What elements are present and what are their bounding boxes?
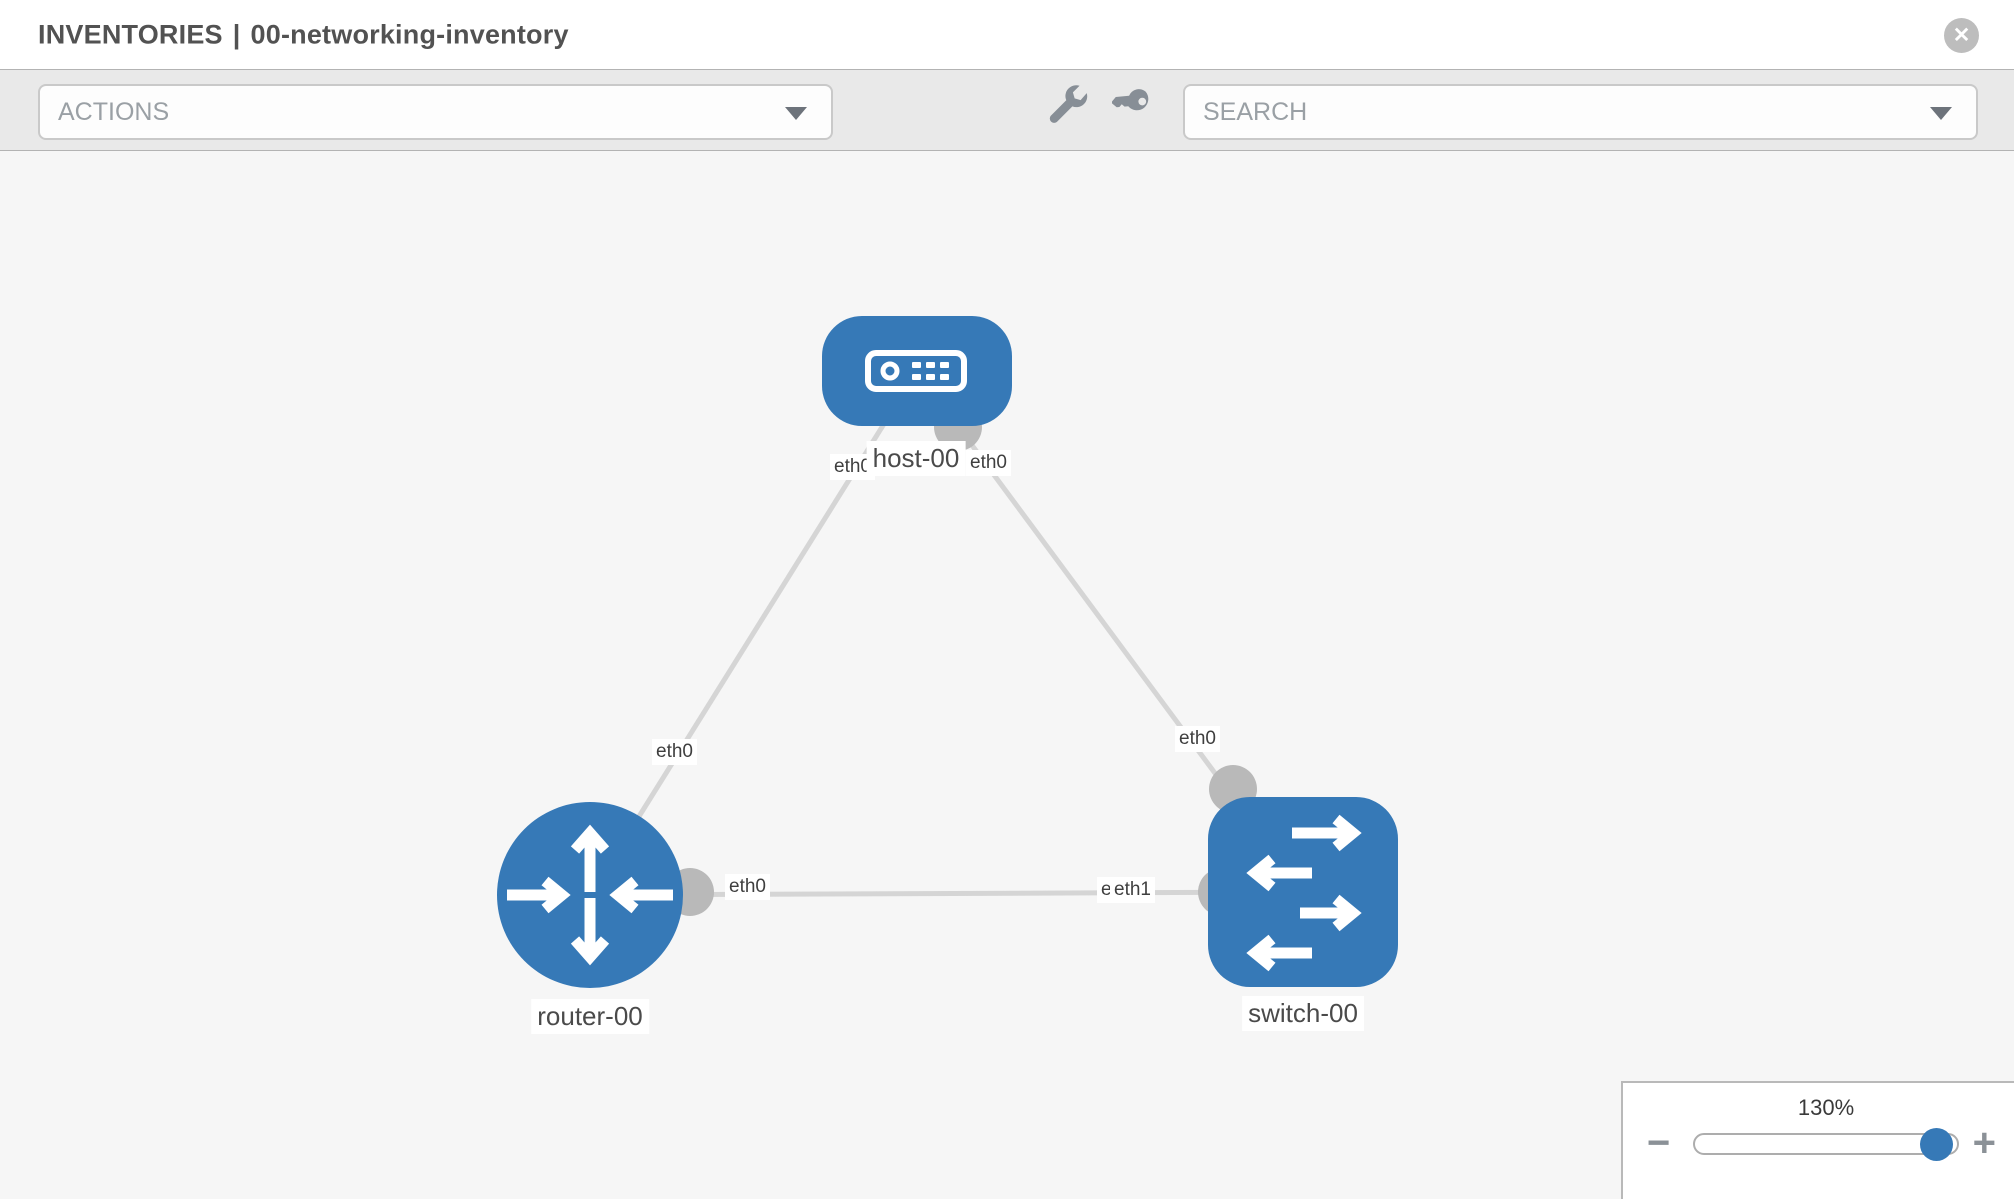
search-dropdown[interactable]: SEARCH — [1183, 84, 1978, 140]
interface-label: eth0 — [725, 874, 770, 900]
switch-arrows-icon — [1246, 814, 1362, 972]
header-bar: INVENTORIES | 00-networking-inventory ✕ — [0, 0, 2014, 70]
chevron-down-icon — [1930, 107, 1952, 120]
interface-label: eth0 — [652, 739, 697, 765]
zoom-slider-knob[interactable] — [1920, 1128, 1953, 1161]
actions-dropdown[interactable]: ACTIONS — [38, 84, 833, 140]
zoom-in-button[interactable]: + — [1972, 1121, 1996, 1165]
node-router-00[interactable] — [497, 802, 683, 988]
close-glyph: ✕ — [1952, 24, 1971, 47]
interface-label: eth1 — [1110, 877, 1155, 903]
router-arrows-icon — [507, 824, 673, 966]
page-title-section: INVENTORIES — [38, 19, 223, 49]
link-endpoints — [666, 403, 1257, 916]
zoom-panel: 130% − + — [1621, 1081, 2014, 1199]
server-icon — [865, 350, 967, 392]
zoom-slider[interactable] — [1693, 1128, 1959, 1161]
key-icon[interactable] — [1111, 84, 1154, 126]
actions-dropdown-label: ACTIONS — [58, 97, 170, 126]
page-title: INVENTORIES | 00-networking-inventory — [38, 19, 569, 50]
chevron-down-icon — [785, 107, 807, 120]
node-label-switch: switch-00 — [1242, 996, 1364, 1031]
wrench-icon[interactable] — [1047, 84, 1089, 126]
zoom-out-button[interactable]: − — [1647, 1121, 1671, 1165]
toolbar: ACTIONS SEARCH — [0, 70, 2014, 151]
node-switch-00[interactable] — [1208, 797, 1398, 987]
node-label-router: router-00 — [531, 999, 649, 1034]
node-host-00[interactable] — [822, 316, 1012, 426]
search-dropdown-label: SEARCH — [1203, 97, 1308, 126]
inventory-name: 00-networking-inventory — [250, 19, 569, 49]
page-title-separator: | — [232, 19, 241, 49]
topology-graph — [497, 316, 1398, 988]
close-icon[interactable]: ✕ — [1944, 18, 1979, 53]
interface-label: eth0 — [1175, 726, 1220, 752]
node-label-host: host-00 — [866, 441, 966, 476]
zoom-level-value: 130% — [1797, 1095, 1855, 1120]
topology-canvas[interactable]: eth0 eth0 eth0 eth0 eth0 eth0 eth1 host-… — [0, 151, 2014, 1199]
interface-label: eth0 — [966, 450, 1011, 476]
